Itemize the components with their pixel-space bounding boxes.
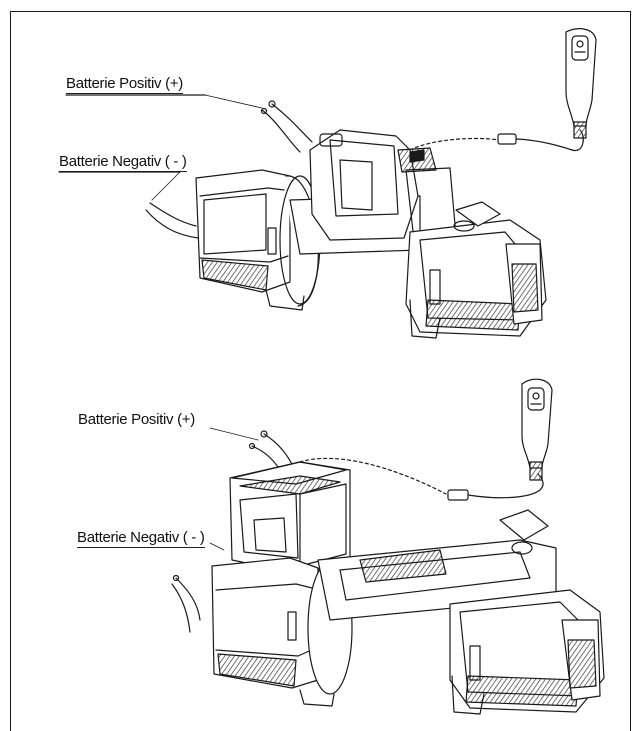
figure-frame: [10, 11, 631, 731]
top-winch: [58, 28, 597, 339]
bottom-winch: [171, 378, 605, 715]
bottom-positive-label: Batterie Positiv (+): [78, 411, 195, 428]
top-positive-label: Batterie Positiv (+): [66, 75, 183, 94]
bottom-negative-label: Batterie Negativ ( - ): [77, 529, 205, 548]
